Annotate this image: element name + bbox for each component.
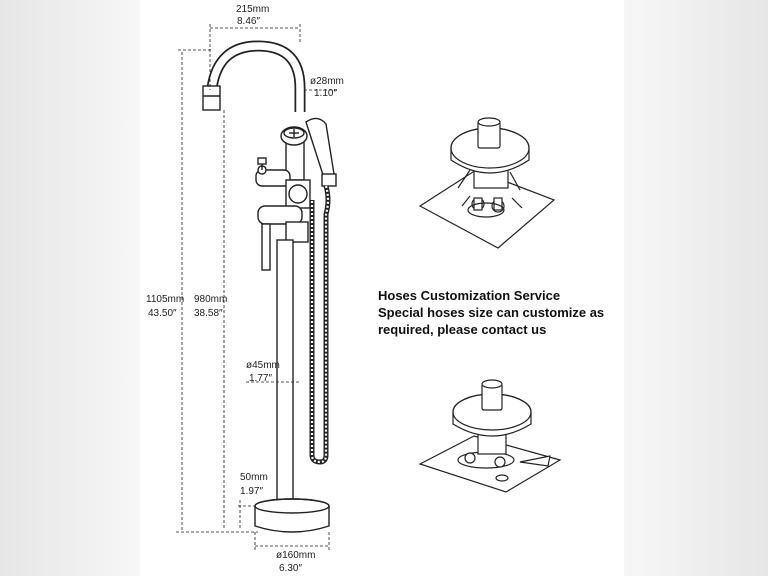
base-diameter-mm-label: ø160mm: [276, 550, 315, 561]
spout-diameter-mm-label: ø28mm: [310, 76, 344, 87]
hoses-customization-info: Hoses Customization Service Special hose…: [378, 287, 628, 338]
service-line-1: Special hoses size can customize as: [378, 305, 605, 320]
right-backdrop: [624, 0, 768, 576]
total-height-inch-label: 43.50″: [148, 308, 177, 319]
reach-mm-label: 215mm: [236, 4, 269, 15]
floor-mount-detail-bottom: [418, 379, 562, 493]
spout-height-inch-label: 38.58″: [194, 308, 223, 319]
pipe-diameter-mm-label: ø45mm: [246, 360, 280, 371]
service-title: Hoses Customization Service: [378, 288, 561, 303]
total-height-mm-label: 1105mm: [146, 294, 184, 305]
reach-inch-label: 8.46″: [237, 16, 260, 27]
base-diameter-inch-label: 6.30″: [279, 563, 302, 574]
pipe-diameter-inch-label: 1.77″: [249, 373, 272, 384]
base-height-mm-label: 50mm: [240, 472, 268, 483]
spout-diameter-inch-label: 1.10″: [314, 88, 337, 99]
left-backdrop: [0, 0, 140, 576]
dimension-lines: [176, 24, 338, 550]
spout-height-mm-label: 980mm: [194, 294, 227, 305]
floor-mount-detail-top: [418, 117, 556, 249]
service-line-2: required, please contact us: [378, 322, 547, 337]
base-height-inch-label: 1.97″: [240, 486, 263, 497]
freestanding-faucet: [202, 40, 337, 533]
dimension-labels: 215mm 8.46″ ø28mm 1.10″ 1105mm 43.50″ 98…: [146, 4, 344, 574]
